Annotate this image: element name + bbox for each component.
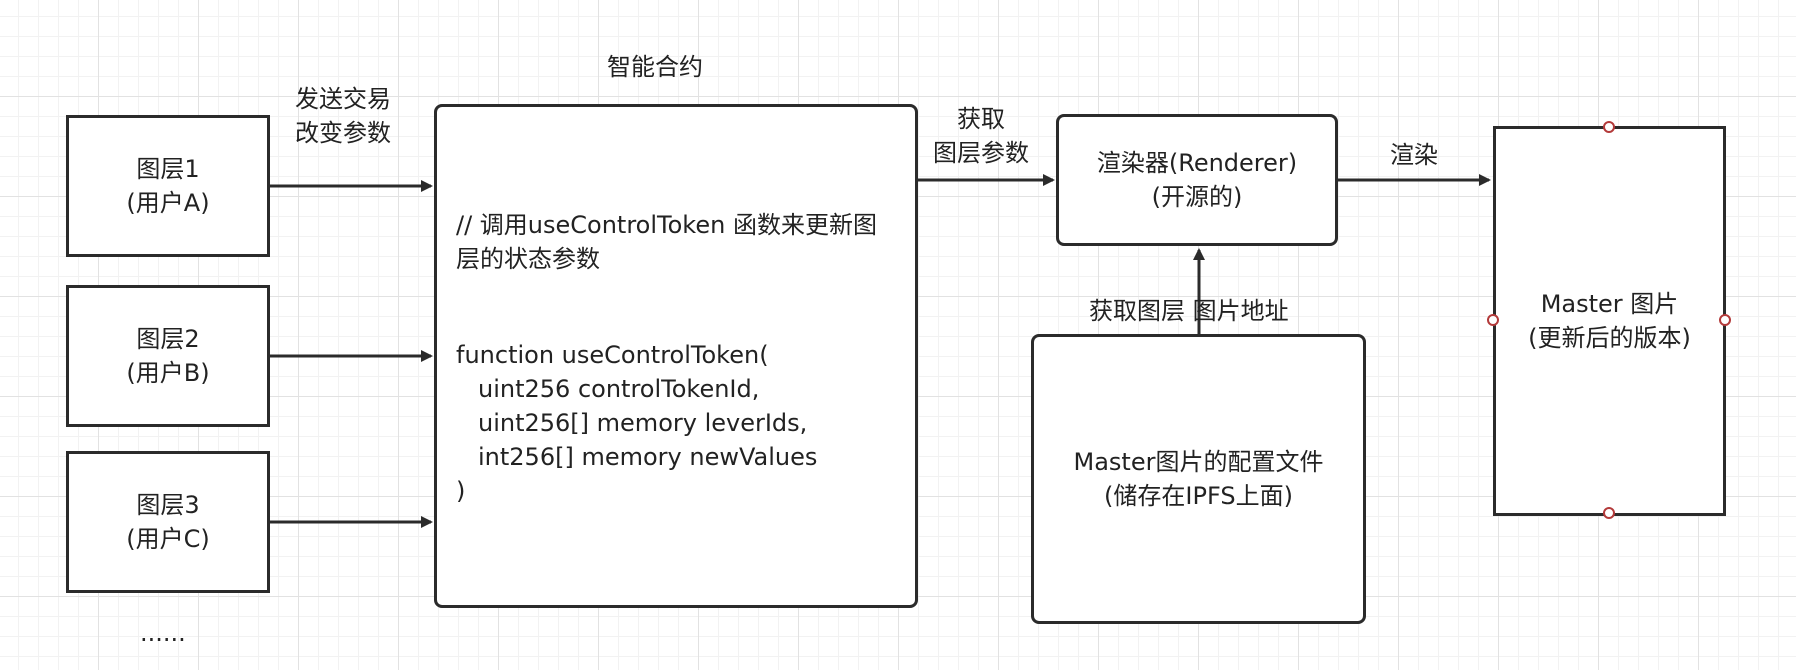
config-file-box: Master图片的配置文件 (储存在IPFS上面)	[1031, 334, 1366, 624]
layer-box-1: 图层1 (用户A)	[66, 115, 270, 257]
layer-title: 图层2	[136, 325, 200, 353]
config-file-name: Master图片的配置文件	[1073, 448, 1324, 476]
layer-user: (用户A)	[126, 189, 210, 217]
code-line-4: int256[] memory newValues	[478, 443, 818, 471]
layer-user: (用户C)	[126, 525, 210, 553]
comment-line-2: 层的状态参数	[456, 245, 600, 273]
code-line-3: uint256[] memory leverIds,	[478, 409, 808, 437]
contract-title: 智能合约	[607, 53, 703, 81]
comment-line-1: // 调用useControlToken 函数来更新图	[456, 211, 877, 239]
resize-handle-top[interactable]	[1603, 121, 1615, 133]
renderer-note: (开源的)	[1151, 183, 1243, 211]
master-image-name: Master 图片	[1540, 290, 1679, 318]
resize-handle-bottom[interactable]	[1603, 507, 1615, 519]
fetch-params-label: 获取 图层参数	[933, 102, 1029, 170]
send-label-line1: 发送交易	[295, 85, 391, 113]
layer-title: 图层1	[136, 155, 200, 183]
config-file-note: (储存在IPFS上面)	[1104, 482, 1293, 510]
layer-title: 图层3	[136, 491, 200, 519]
code-line-5: )	[456, 477, 466, 505]
fetch-label-line2: 图层参数	[933, 139, 1029, 167]
code-line-1: function useControlToken(	[456, 341, 769, 369]
smart-contract-box	[434, 104, 918, 608]
resize-handle-right[interactable]	[1719, 314, 1731, 326]
master-image-note: (更新后的版本)	[1528, 324, 1691, 352]
fetch-label-line1: 获取	[957, 105, 1005, 133]
resize-handle-left[interactable]	[1487, 314, 1499, 326]
fetch-address-label: 获取图层 图片地址	[1089, 297, 1289, 325]
code-line-2: uint256 controlTokenId,	[478, 375, 760, 403]
layer-box-3: 图层3 (用户C)	[66, 451, 270, 593]
layer-box-2: 图层2 (用户B)	[66, 285, 270, 427]
contract-comment: // 调用useControlToken 函数来更新图 层的状态参数	[456, 208, 877, 276]
send-transaction-label: 发送交易 改变参数	[295, 82, 391, 150]
render-label: 渲染	[1390, 141, 1438, 169]
send-label-line2: 改变参数	[295, 119, 391, 147]
renderer-name: 渲染器(Renderer)	[1096, 149, 1298, 177]
renderer-box: 渲染器(Renderer) (开源的)	[1056, 114, 1338, 246]
contract-code: function useControlToken( uint256 contro…	[456, 338, 817, 508]
more-layers-ellipsis: ......	[140, 619, 186, 647]
layer-user: (用户B)	[126, 359, 210, 387]
master-image-box[interactable]: Master 图片 (更新后的版本)	[1493, 126, 1726, 516]
